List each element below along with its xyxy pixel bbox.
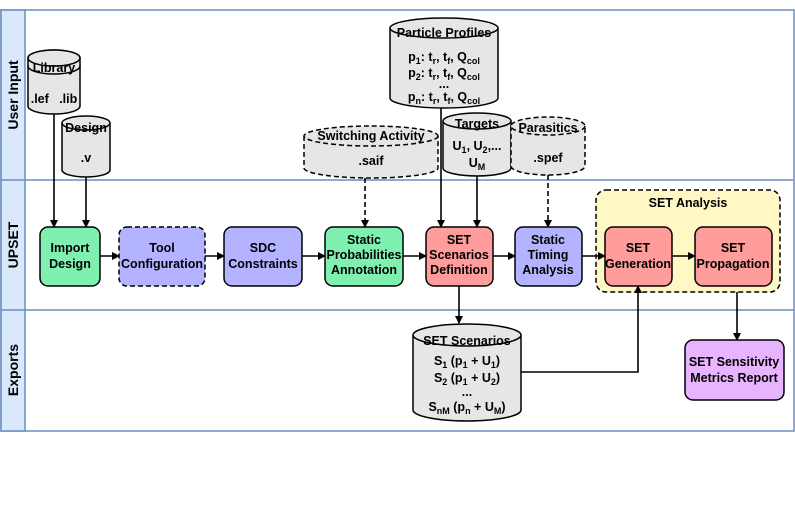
parasitics-title: Parasitics <box>518 121 577 135</box>
library-database <box>27 49 81 115</box>
set-scenarios-database <box>412 323 522 422</box>
lane-label-upset: UPSET <box>5 221 21 268</box>
library-files: .lef .lib <box>31 92 78 106</box>
particle-profile-ellipsis: ... <box>439 77 449 91</box>
set-scenario-ellipsis: ... <box>462 385 472 399</box>
targets-title: Targets <box>455 117 499 131</box>
targets-line-2: UM <box>469 156 486 172</box>
particle-profile-row-2: p2: tr, tf, Qcol <box>408 66 480 82</box>
set-analysis-title: SET Analysis <box>649 196 728 210</box>
flow-arrows <box>50 108 741 373</box>
lane-label-exports: Exports <box>5 344 21 396</box>
set-scenarios-title: SET Scenarios <box>423 334 511 348</box>
particle-profile-row-n: pn: tr, tf, Qcol <box>408 90 480 106</box>
design-database <box>61 115 111 178</box>
switching-activity-title: Switching Activity <box>317 129 424 143</box>
switching-activity-database <box>303 125 439 179</box>
particle-profiles-database <box>389 17 499 109</box>
set-scenario-row-1: S1 (p1 + U1) <box>434 354 500 370</box>
lane-label-user-input: User Input <box>5 60 21 130</box>
switching-activity-file: .saif <box>358 154 384 168</box>
targets-database <box>442 112 512 177</box>
library-title: Library <box>33 61 75 75</box>
particle-profile-row-1: p1: tr, tf, Qcol <box>408 50 480 66</box>
parasitics-file: .spef <box>533 151 563 165</box>
set-scenario-row-2: S2 (p1 + U2) <box>434 371 500 387</box>
set-scenario-row-nm: SnM (pn + UM) <box>428 400 505 416</box>
parasitics-database <box>510 116 586 176</box>
particle-profiles-title: Particle Profiles <box>397 26 492 40</box>
design-files: .v <box>81 151 91 165</box>
set-sensitivity-report-box[interactable] <box>684 339 785 401</box>
design-title: Design <box>65 121 107 135</box>
targets-line-1: U1, U2,... <box>453 139 502 155</box>
